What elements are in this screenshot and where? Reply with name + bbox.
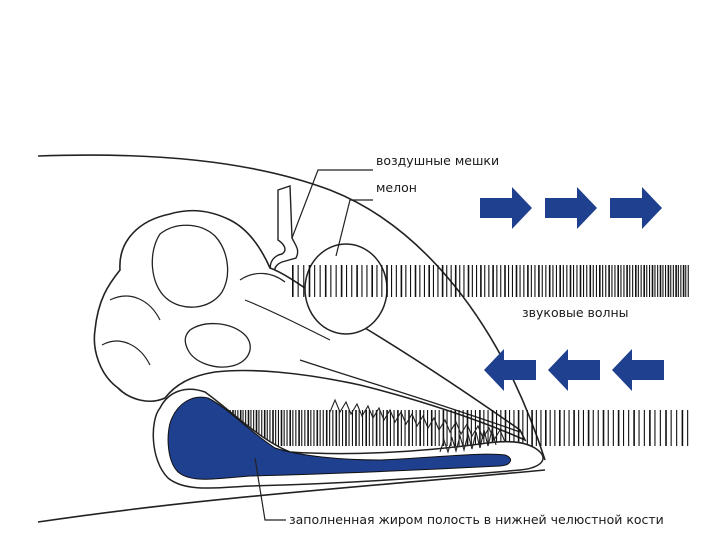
fat-cavity-label: заполненная жиром полость в нижней челюс… — [289, 512, 664, 527]
skull-outline — [94, 211, 525, 440]
arrow-right-icon — [610, 187, 662, 229]
melon-label: мелон — [376, 180, 417, 195]
incoming-arrows — [484, 349, 664, 391]
air-sac-shape — [270, 186, 297, 278]
sound-wave-band-outgoing — [292, 265, 689, 297]
air-sacs-label: воздушные мешки — [376, 153, 499, 168]
arrow-left-icon — [484, 349, 536, 391]
arrow-right-icon — [480, 187, 532, 229]
sound-waves-label: звуковые волны — [522, 305, 629, 320]
arrow-left-icon — [612, 349, 664, 391]
arrow-right-icon — [545, 187, 597, 229]
outgoing-arrows — [480, 187, 662, 229]
sound-wave-band-returning — [210, 410, 688, 446]
arrow-left-icon — [548, 349, 600, 391]
